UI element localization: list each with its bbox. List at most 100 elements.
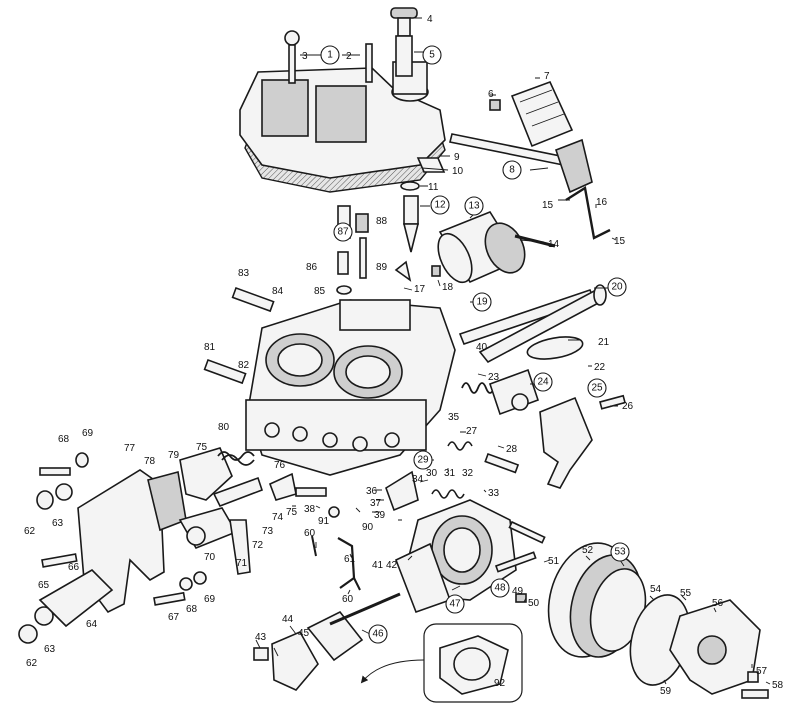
label-9: 9 <box>454 152 460 163</box>
throttle-shaft-8 <box>449 133 593 194</box>
label-38: 38 <box>304 504 316 515</box>
label-16: 16 <box>596 197 608 208</box>
label-37: 37 <box>370 498 382 509</box>
pump-cover-25 <box>539 396 593 489</box>
label-40: 40 <box>476 342 488 353</box>
label-63b: 63 <box>44 644 56 655</box>
rods-60-61 <box>311 535 361 591</box>
label-87: 87 <box>337 227 349 238</box>
label-75a: 75 <box>196 442 208 453</box>
pump-body-47 <box>394 499 517 614</box>
lever-16 <box>565 186 611 240</box>
label-15a: 15 <box>542 200 554 211</box>
label-73: 73 <box>262 526 274 537</box>
diaphragm-21 <box>526 336 584 360</box>
label-39: 39 <box>374 510 386 521</box>
label-57: 57 <box>756 666 768 677</box>
label-21: 21 <box>598 337 610 348</box>
bracket-64 <box>38 569 114 628</box>
label-78: 78 <box>144 456 156 467</box>
washers-62-69 <box>18 452 207 644</box>
label-25: 25 <box>591 383 603 394</box>
label-35: 35 <box>448 412 460 423</box>
float-13 <box>437 211 526 284</box>
label-49: 49 <box>512 586 524 597</box>
label-70: 70 <box>204 552 216 563</box>
label-15b: 15 <box>614 236 626 247</box>
label-74: 74 <box>272 512 284 523</box>
label-72: 72 <box>252 540 264 551</box>
label-54: 54 <box>650 584 662 595</box>
label-47: 47 <box>449 599 461 610</box>
label-42: 42 <box>386 560 398 571</box>
label-27: 27 <box>466 426 478 437</box>
label-66: 66 <box>68 562 80 573</box>
label-60a: 60 <box>304 528 316 539</box>
label-32: 32 <box>462 468 474 479</box>
cover-56 <box>669 599 761 695</box>
label-71: 71 <box>236 558 248 569</box>
callout-circles <box>320 45 630 644</box>
leader-lines <box>255 17 771 685</box>
label-20: 20 <box>611 282 623 293</box>
screws-81-84 <box>203 286 275 385</box>
label-31: 31 <box>444 468 456 479</box>
label-17: 17 <box>414 284 426 295</box>
label-26: 26 <box>622 401 634 412</box>
part-labels: 1 2 3 4 5 6 7 8 9 10 11 12 13 14 15 15 1… <box>24 14 784 697</box>
label-77: 77 <box>124 443 136 454</box>
cover-24 <box>488 368 540 416</box>
stud-2 <box>365 43 373 83</box>
screws-57-58 <box>741 671 769 699</box>
label-83: 83 <box>238 268 250 279</box>
label-69b: 69 <box>204 594 216 605</box>
label-7: 7 <box>544 71 550 82</box>
label-75b: 75 <box>286 507 298 518</box>
label-90: 90 <box>362 522 374 533</box>
label-61: 61 <box>344 554 356 565</box>
label-82: 82 <box>238 360 250 371</box>
inset-gasket-92 <box>360 623 523 703</box>
jets-small-parts <box>336 205 441 295</box>
label-23: 23 <box>488 372 500 383</box>
label-30: 30 <box>426 468 438 479</box>
label-34: 34 <box>412 474 424 485</box>
label-24: 24 <box>537 377 549 388</box>
arms-70-74 <box>178 476 264 575</box>
label-48: 48 <box>494 583 506 594</box>
label-45: 45 <box>298 628 310 639</box>
tube-20 <box>478 284 607 364</box>
label-76: 76 <box>274 460 286 471</box>
label-22: 22 <box>594 362 606 373</box>
label-29: 29 <box>417 455 429 466</box>
spring-80 <box>221 454 255 466</box>
linkage-parts <box>295 441 520 518</box>
label-19: 19 <box>476 297 488 308</box>
label-5: 5 <box>429 50 435 61</box>
label-53: 53 <box>614 547 626 558</box>
label-43: 43 <box>255 632 267 643</box>
pump-housing-52 <box>547 542 647 658</box>
label-52: 52 <box>582 545 594 556</box>
label-10: 10 <box>452 166 464 177</box>
label-85: 85 <box>314 286 326 297</box>
label-65: 65 <box>38 580 50 591</box>
label-28: 28 <box>506 444 518 455</box>
label-44: 44 <box>282 614 294 625</box>
label-92: 92 <box>494 678 506 689</box>
filter-plate-7 <box>510 80 574 148</box>
label-69a: 69 <box>82 428 94 439</box>
screws-48-51 <box>494 520 546 603</box>
label-33: 33 <box>488 488 500 499</box>
label-62a: 62 <box>24 526 36 537</box>
label-51: 51 <box>548 556 560 567</box>
label-67: 67 <box>168 612 180 623</box>
label-81: 81 <box>204 342 216 353</box>
label-11: 11 <box>428 182 439 193</box>
label-89: 89 <box>376 262 388 273</box>
label-58: 58 <box>772 680 784 691</box>
screw-3 <box>284 30 300 84</box>
choke-cap <box>390 7 418 77</box>
